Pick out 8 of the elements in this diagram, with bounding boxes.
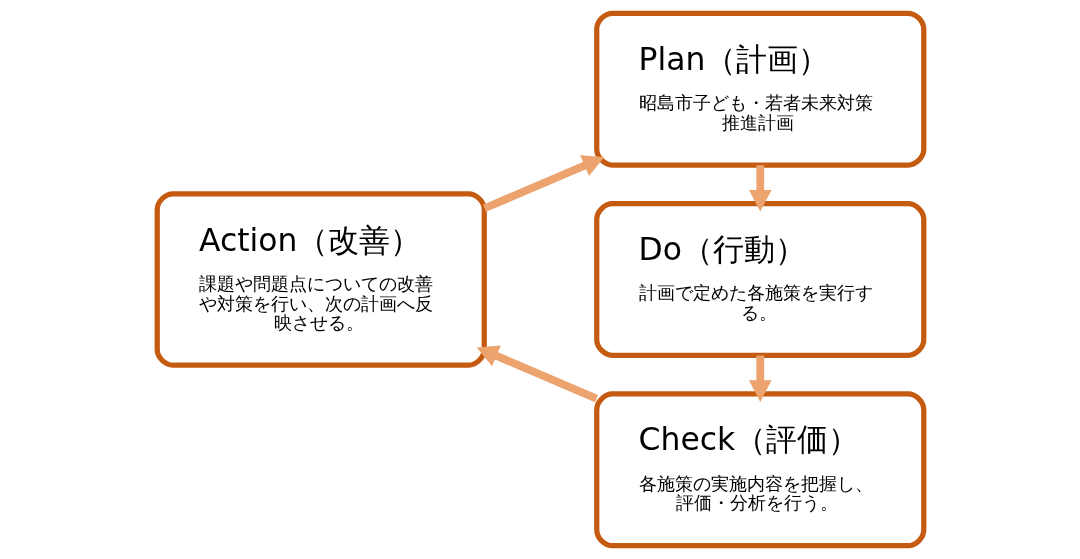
node-box: Action（改善） 課題や問題点についての改善や対策を行い、次の計画へ反映させる。: [154, 191, 487, 368]
node-box: Do（行動） 計画で定めた各施策を実行する。: [593, 201, 926, 358]
arrow: [476, 345, 598, 403]
arrow: [748, 355, 772, 402]
node-box: Plan（計画） 昭島市子ども・若者未来対策推進計画: [593, 10, 926, 168]
arrow: [748, 165, 772, 212]
node-box: Check（評価） 各施策の実施内容を把握し、評価・分析を行う。: [593, 391, 926, 549]
arrow: [482, 155, 604, 212]
